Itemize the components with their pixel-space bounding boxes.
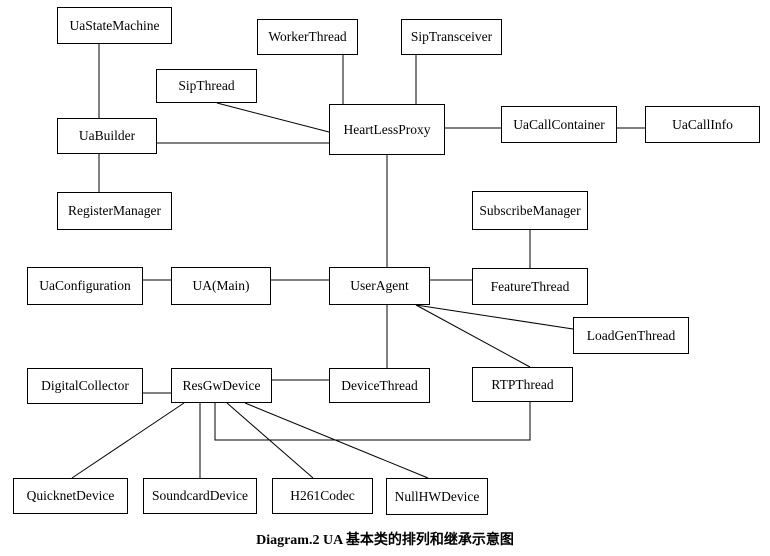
edge-user-agent--rtp-thread [415, 304, 531, 368]
edge-user-agent--load-gen-thread [415, 304, 574, 330]
class-box-ua-call-container: UaCallContainer [501, 106, 617, 143]
edge-sip-thread--heart-less-proxy [216, 102, 330, 133]
class-box-load-gen-thread: LoadGenThread [573, 317, 689, 354]
class-box-ua-configuration: UaConfiguration [27, 267, 143, 305]
class-box-heart-less-proxy: HeartLessProxy [329, 104, 445, 155]
class-box-res-gw-device: ResGwDevice [171, 368, 272, 403]
class-box-user-agent: UserAgent [329, 267, 430, 305]
class-box-worker-thread: WorkerThread [257, 19, 358, 55]
class-box-ua-builder: UaBuilder [57, 118, 157, 154]
edge-res-gw-device--rtp-thread [214, 402, 531, 441]
class-box-sip-thread: SipThread [156, 69, 257, 103]
class-box-feature-thread: FeatureThread [472, 268, 588, 305]
class-box-rtp-thread: RTPThread [472, 367, 573, 402]
class-box-h261-codec: H261Codec [272, 478, 373, 514]
class-box-null-hw-device: NullHWDevice [386, 478, 488, 515]
class-box-register-manager: RegisterManager [57, 192, 172, 230]
class-box-device-thread: DeviceThread [329, 368, 430, 403]
class-box-sip-transceiver: SipTransceiver [401, 19, 502, 55]
class-box-ua-state-machine: UaStateMachine [57, 7, 172, 44]
edge-res-gw-device--quicknet-device [71, 402, 185, 479]
class-box-subscribe-manager: SubscribeManager [472, 191, 588, 230]
class-box-ua-main: UA(Main) [171, 267, 271, 305]
diagram-caption: Diagram.2 UA 基本类的排列和继承示意图 [256, 533, 514, 548]
class-box-ua-call-info: UaCallInfo [645, 106, 760, 143]
class-box-quicknet-device: QuicknetDevice [13, 478, 128, 514]
class-box-soundcard-device: SoundcardDevice [143, 478, 257, 514]
class-box-digital-collector: DigitalCollector [27, 368, 143, 404]
